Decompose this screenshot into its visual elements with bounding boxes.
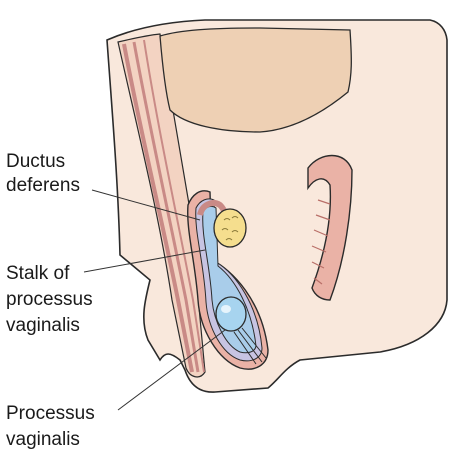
cyst <box>215 296 247 332</box>
testis <box>213 208 247 248</box>
rectum <box>307 154 353 301</box>
label-processus-vaginalis-line1: Processus <box>6 403 95 424</box>
spermatic-strands <box>233 327 267 365</box>
label-ductus-deferens-line1: Ductus <box>6 151 66 172</box>
label-stalk-line2: processus <box>6 289 93 310</box>
label-stalk-line1: Stalk of <box>6 263 70 284</box>
cyst-highlight <box>221 305 231 313</box>
anatomy-illustration <box>83 19 448 411</box>
muscle-stripe-3 <box>143 39 205 373</box>
muscle-stripe-1 <box>122 43 194 373</box>
label-stalk-line3: vaginalis <box>6 315 80 336</box>
leader-ductus-deferens <box>91 189 201 221</box>
rectum-folds <box>311 199 331 285</box>
testis-lobules <box>221 216 239 241</box>
leader-processus-vaginalis <box>117 329 226 411</box>
muscle-stripe-2 <box>132 41 200 373</box>
label-processus-vaginalis-line2: vaginalis <box>6 429 80 450</box>
peritoneal-cavity <box>159 27 352 133</box>
label-ductus-deferens-line2: deferens <box>6 175 80 196</box>
leader-stalk <box>83 249 206 273</box>
